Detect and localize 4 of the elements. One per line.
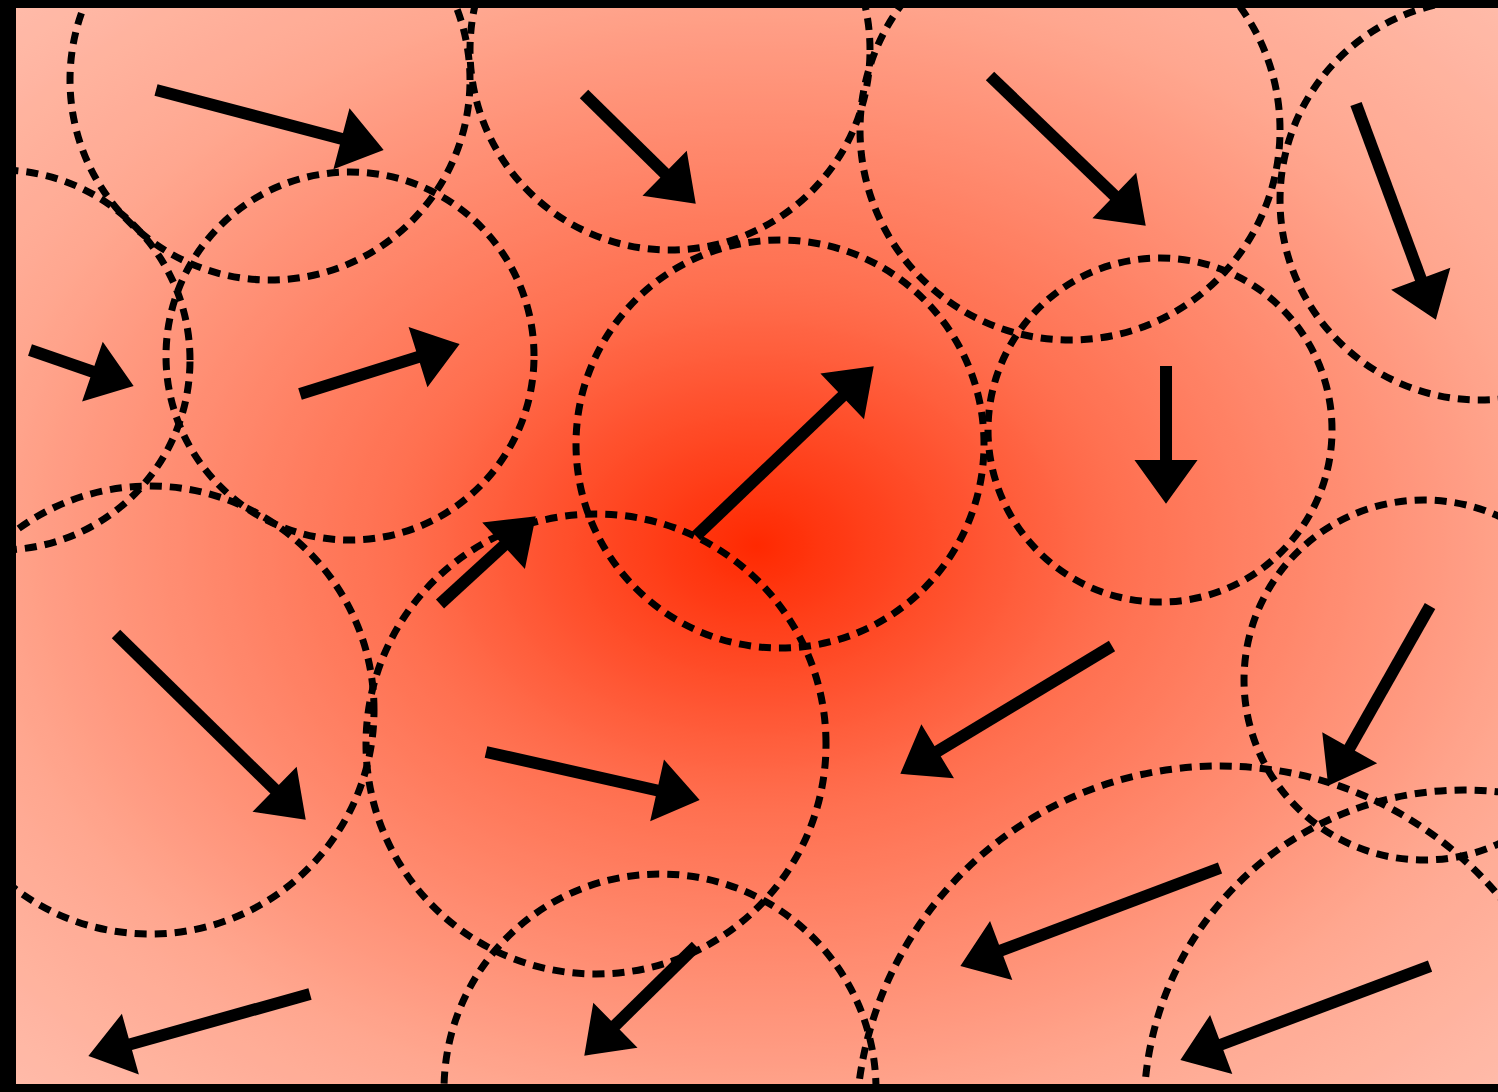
dashed-circle	[362, 510, 830, 978]
dashed-circle	[572, 236, 988, 652]
dashed-circle	[162, 168, 538, 544]
dashed-circle	[984, 254, 1336, 606]
